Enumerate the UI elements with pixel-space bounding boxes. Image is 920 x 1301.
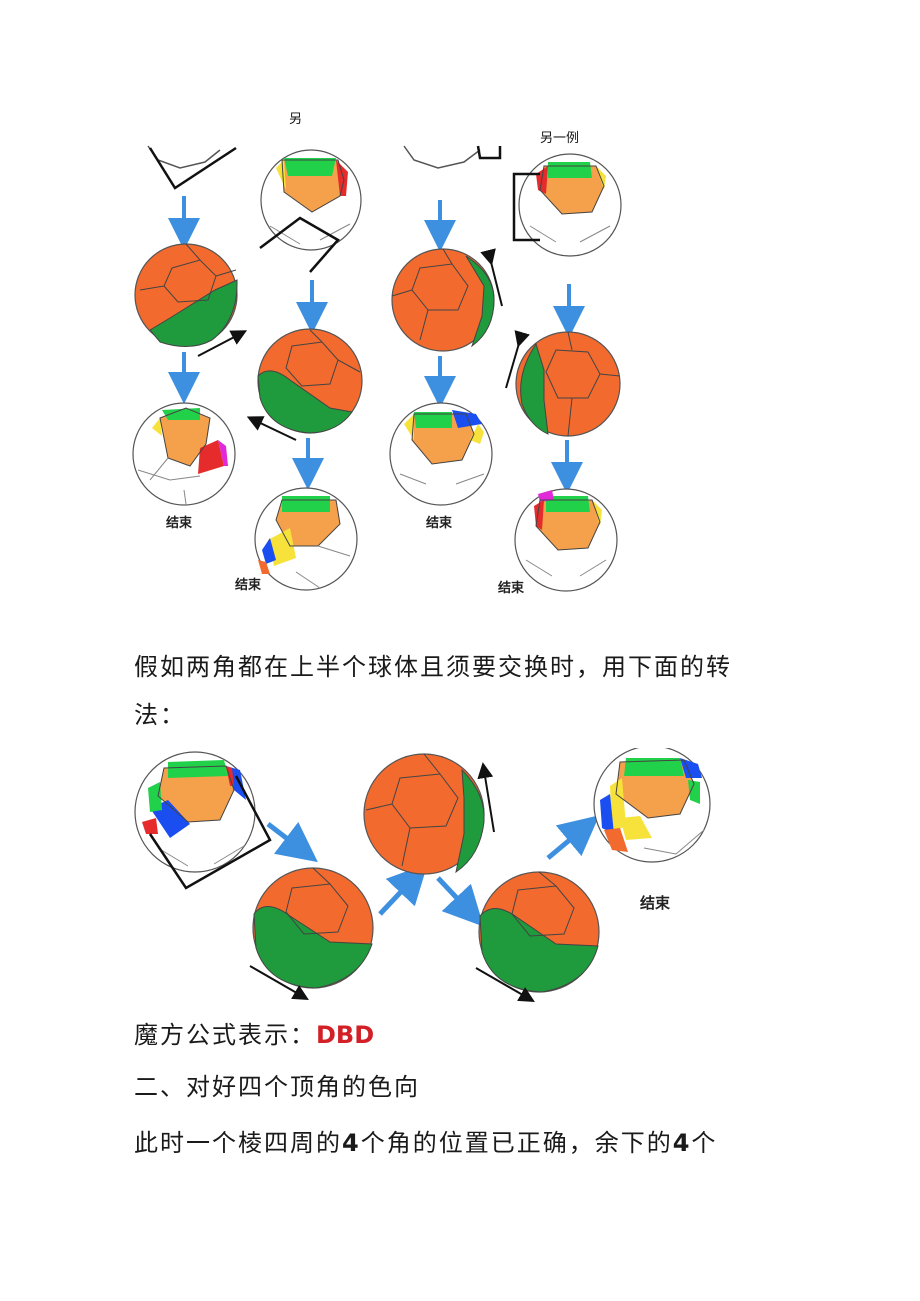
col3-top-partial-ball <box>403 145 502 169</box>
col3-dodecahedron-solid <box>391 248 495 352</box>
col1-dodecahedron-end <box>132 402 236 506</box>
col1-dodecahedron-solid <box>134 243 238 347</box>
formula-text: DBD <box>316 1021 375 1049</box>
fig2-dodecahedron-end <box>593 748 711 863</box>
black-arrow <box>197 330 248 357</box>
paragraph-corners-orientation: 此时一个棱四周的4个角的位置已正确，余下的4个 <box>134 1128 717 1158</box>
blue-arrow <box>546 815 600 860</box>
paragraph2-part3: 个 <box>691 1129 718 1157</box>
black-arrow <box>505 330 530 389</box>
paragraph2-part1: 此时一个棱四周的 <box>134 1129 342 1157</box>
figure-1-svg <box>132 145 622 592</box>
paragraph2-num2: 4 <box>672 1129 692 1157</box>
col4-dodecahedron-solid <box>515 331 621 437</box>
label-another-example: 另一例 <box>540 131 580 146</box>
formula-prefix: 魔方公式表示： <box>134 1021 316 1049</box>
fig2-dodecahedron-solid-2 <box>478 871 600 993</box>
col2-dodecahedron-end <box>254 487 358 591</box>
black-arrow <box>249 965 309 1000</box>
black-arrow <box>246 416 297 441</box>
paragraph2-part2: 个角的位置已正确，余下的 <box>360 1129 673 1157</box>
col4-dodecahedron-end <box>514 488 618 592</box>
fig2-dodecahedron-solid-center <box>363 753 485 875</box>
black-arrow <box>475 967 535 1002</box>
formula-line: 魔方公式表示：DBD <box>134 1020 374 1050</box>
fig2-dodecahedron-start <box>134 751 272 890</box>
col2-dodecahedron-solid <box>257 328 363 434</box>
label-another: 另 <box>289 112 303 127</box>
fig2-dodecahedron-solid-1 <box>252 867 374 989</box>
col1-top-partial-ball <box>147 145 237 190</box>
col2-dodecahedron-top <box>259 149 362 273</box>
black-arrow <box>480 248 503 307</box>
figure-2-svg <box>134 748 711 1002</box>
section-heading: 二、对好四个顶角的色向 <box>134 1073 420 1101</box>
end-label: 结束 <box>426 516 453 531</box>
end-label: 结束 <box>498 581 525 596</box>
blue-arrow <box>266 821 318 863</box>
blue-arrow <box>378 863 428 916</box>
paragraph-swap-upper-corners: 假如两角都在上半个球体且须要交换时，用下面的转 <box>134 653 732 681</box>
end-label: 结束 <box>235 578 262 593</box>
black-arrow <box>477 762 495 833</box>
paragraph-swap-upper-corners-cont: 法： <box>134 701 186 729</box>
end-label: 结束 <box>640 894 671 912</box>
col3-dodecahedron-end <box>389 402 493 506</box>
paragraph2-num1: 4 <box>342 1129 361 1157</box>
blue-arrow <box>436 876 484 927</box>
end-label: 结束 <box>166 516 193 531</box>
col4-dodecahedron-top <box>512 153 622 257</box>
